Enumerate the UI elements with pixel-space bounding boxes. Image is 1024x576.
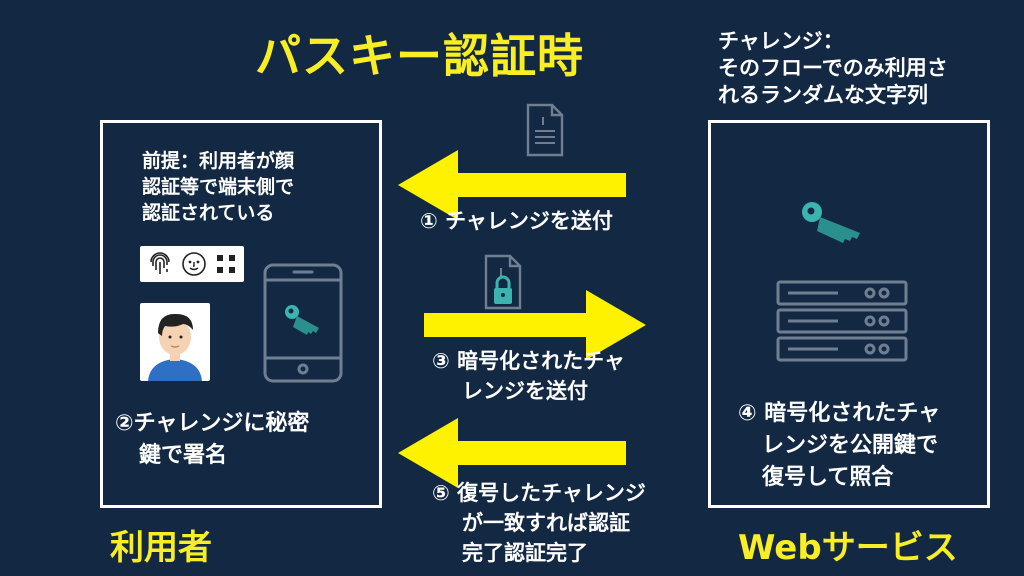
verify-line: ④ 暗号化されたチャ <box>738 401 941 426</box>
sign-note: ②チャレンジに秘密 鍵で署名 <box>115 408 309 472</box>
user-label: 利用者 <box>110 528 212 568</box>
page-title: パスキー認証時 <box>255 29 584 83</box>
verify-line: 復号して照合 <box>762 465 894 490</box>
premise-line: 認証等で端末側で <box>142 176 295 198</box>
step-1-label: ① チャレンジを送付 <box>420 209 613 233</box>
smartphone-icon <box>263 263 343 383</box>
step-5-label: ⑤ 復号したチャレンジ が一致すれば認証 完了認証完了 <box>432 478 646 568</box>
step-3-line: ③ 暗号化されたチャ <box>432 349 625 373</box>
step-5-line: 完了認証完了 <box>462 541 588 565</box>
challenge-definition-line: そのフローでのみ利用さ <box>718 56 948 80</box>
challenge-definition-line: チャレンジ： <box>718 29 844 53</box>
step-3-label: ③ 暗号化されたチャ レンジを送付 <box>432 346 625 406</box>
premise-note: 前提：利用者が顔 認証等で端末側で 認証されている <box>142 148 294 226</box>
server-icon <box>776 280 908 362</box>
person-illustration <box>148 313 202 381</box>
premise-line: 前提：利用者が顔 <box>142 150 295 172</box>
step-3-line: レンジを送付 <box>462 379 588 403</box>
user-avatar <box>140 303 210 381</box>
fingerprint-icon <box>150 252 170 274</box>
verify-note: ④ 暗号化されたチャ レンジを公開鍵で 復号して照合 <box>738 398 940 494</box>
challenge-definition: チャレンジ： そのフローでのみ利用さ れるランダムな文字列 <box>718 28 948 109</box>
user-box <box>100 120 382 508</box>
grid-icon <box>217 255 235 273</box>
challenge-definition-line: れるランダムな文字列 <box>718 83 928 107</box>
locked-document-icon <box>484 254 522 310</box>
document-icon <box>526 103 564 157</box>
key-icon <box>802 202 860 243</box>
sign-line: 鍵で署名 <box>139 443 228 468</box>
step-5-line: が一致すれば認証 <box>462 511 630 535</box>
key-icon <box>285 305 319 335</box>
step-5-line: ⑤ 復号したチャレンジ <box>432 481 646 505</box>
face-id-icon <box>182 252 206 276</box>
server-label: Webサービス <box>738 528 958 568</box>
premise-line: 認証されている <box>142 202 275 224</box>
arrow-left-1 <box>398 150 626 220</box>
sign-line: ②チャレンジに秘密 <box>115 411 310 436</box>
verify-line: レンジを公開鍵で <box>762 433 939 458</box>
arrow-right-3 <box>424 290 646 360</box>
server-box <box>708 120 990 508</box>
biometric-options <box>140 246 244 282</box>
arrow-left-5 <box>398 418 626 488</box>
